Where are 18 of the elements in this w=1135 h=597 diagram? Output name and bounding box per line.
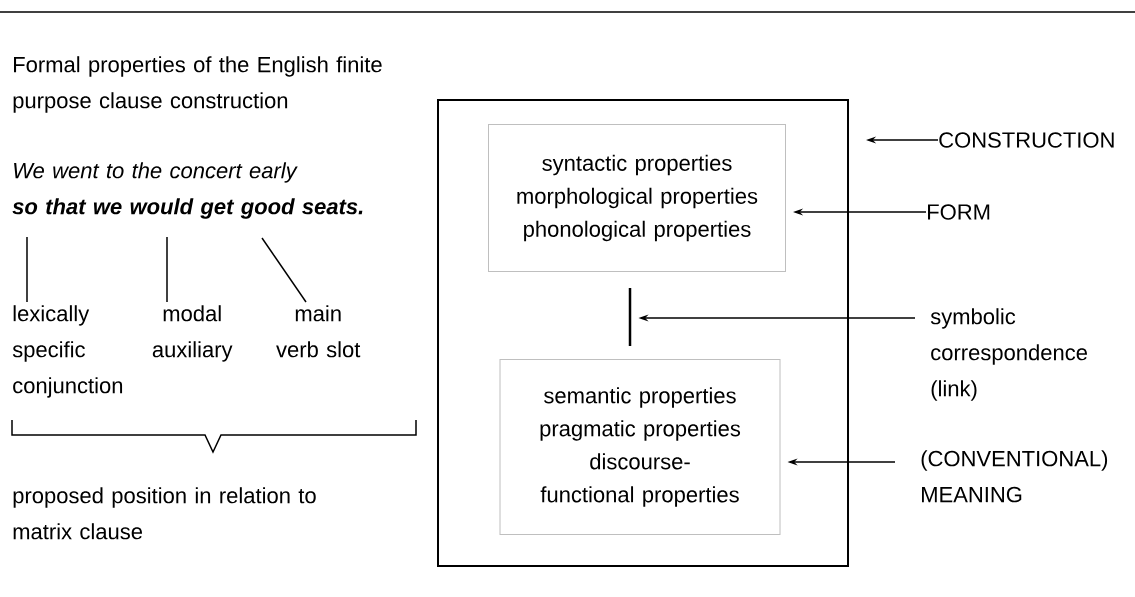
leader-line — [261, 237, 307, 303]
properties-box: syntactic properties morphological properties phonological properties — [488, 124, 786, 272]
construction-box — [437, 99, 849, 567]
annotation-text: symbolic correspondence (link) — [930, 308, 1087, 401]
link-bar — [628, 288, 632, 346]
properties-box: semantic properties pragmatic properties discourse-functional properties — [499, 359, 781, 535]
side-label: CONSTRUCTION — [939, 132, 1114, 148]
annotation-text: lexically specific conjunction — [12, 305, 123, 398]
annotation-text: main verb slot — [276, 305, 361, 358]
caption-text: proposed position in relation to matrix clause — [13, 487, 316, 540]
leader-line — [166, 236, 168, 303]
example-sentence: so that we would get good seats. — [12, 198, 363, 219]
annotation-text: (CONVENTIONAL) MEANING — [921, 450, 1108, 503]
heading-text: Formal properties of the English finite purpose clause construction — [13, 56, 382, 113]
side-label: FORM — [928, 204, 990, 220]
annotation-text: modal auxiliary — [152, 305, 233, 362]
leader-line — [26, 236, 28, 303]
example-sentence: We went to the concert early — [14, 162, 298, 183]
